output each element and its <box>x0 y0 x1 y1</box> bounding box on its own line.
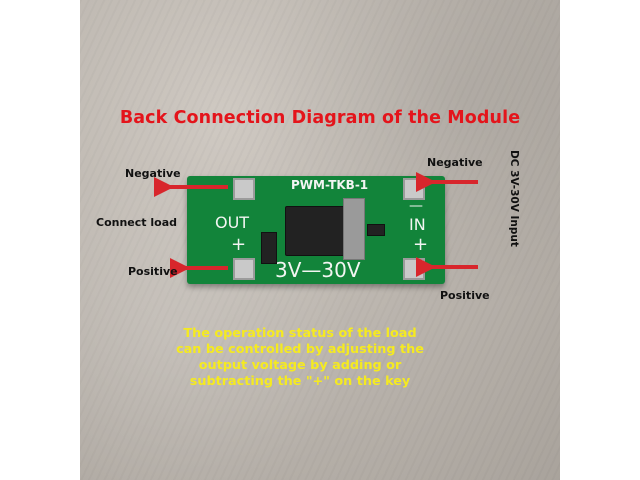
smd-component <box>367 224 385 236</box>
board-in-plus: + <box>413 234 429 255</box>
diagram-title: Back Connection Diagram of the Module <box>119 108 521 128</box>
board-in-minus: — <box>409 198 423 214</box>
label-connect-load: Connect load <box>96 216 177 229</box>
label-positive-left: Positive <box>128 265 178 278</box>
label-positive-right: Positive <box>440 289 490 302</box>
operation-note: The operation status of the load can be … <box>120 326 480 390</box>
label-negative-left: Negative <box>125 167 181 180</box>
smd-capacitor <box>261 232 277 264</box>
board-in-label: IN <box>409 215 426 234</box>
note-line: The operation status of the load <box>183 326 417 341</box>
pad-out-positive <box>233 258 255 280</box>
board-out-plus: + <box>231 234 247 255</box>
label-negative-right: Negative <box>427 156 483 169</box>
board-model: PWM-TKB-1 <box>291 178 369 192</box>
note-line: output voltage by adding or <box>198 358 402 373</box>
note-line: subtracting the "+" on the key <box>189 374 411 389</box>
pad-out-negative <box>233 178 255 200</box>
board-voltage: 3V—30V <box>275 258 361 282</box>
label-dc-input: DC 3V-30V Input <box>508 150 520 247</box>
mosfet-tab <box>343 198 365 260</box>
note-line: can be controlled by adjusting the <box>176 342 424 357</box>
board-out-label: OUT <box>215 213 250 232</box>
mosfet-chip <box>285 206 345 256</box>
pcb-board: PWM-TKB-1 OUT + — IN + 3V—30V <box>187 176 445 284</box>
